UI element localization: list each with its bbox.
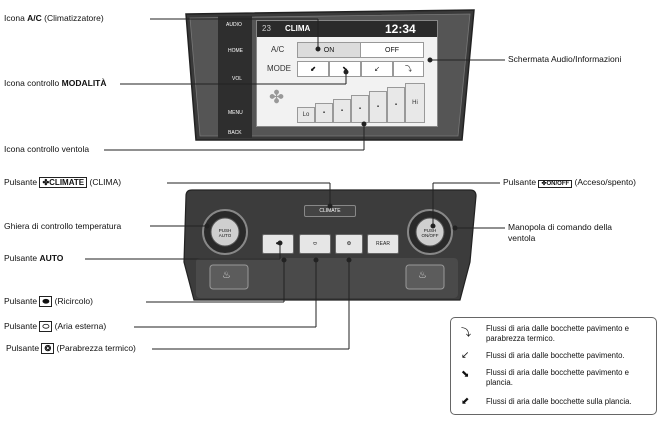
- callout-temp-dial: Ghiera di controllo temperatura: [4, 221, 122, 231]
- fan-level-5[interactable]: ▪: [369, 91, 387, 123]
- home-button[interactable]: HOME: [228, 48, 243, 54]
- legend-item: Flussi di aria dalle bocchette sulla pla…: [486, 397, 632, 406]
- ac-on-button[interactable]: ON: [297, 42, 361, 58]
- fan-level-6[interactable]: ▪: [387, 87, 405, 123]
- callout-audio-screen: Schermata Audio/Informazioni: [508, 54, 622, 64]
- seat-heater-left-icon[interactable]: ♨: [222, 270, 231, 281]
- mode-floor-button[interactable]: ↙: [361, 61, 393, 77]
- onoff-knob-label: PUSH ON/OFF: [421, 228, 439, 238]
- floor-defrost-icon: ⤵: [461, 328, 471, 339]
- ac-off-button[interactable]: OFF: [360, 42, 424, 58]
- power-audio-button[interactable]: AUDIO: [226, 22, 242, 28]
- menu-button[interactable]: MENU: [228, 110, 243, 116]
- airflow-legend: ⤵ Flussi di aria dalle bocchette pavimen…: [450, 317, 657, 415]
- screen-clock: 12:34: [385, 22, 416, 36]
- rear-defrost-button[interactable]: REAR: [367, 234, 399, 254]
- legend-item: Flussi di aria dalle bocchette pavimento…: [486, 324, 630, 343]
- onoff-key-icon: ✤ON/OFF: [538, 180, 573, 188]
- fan-level-3[interactable]: ▪: [333, 99, 351, 123]
- callout-onoff-button: Pulsante ✤ON/OFF (Acceso/spento): [503, 177, 636, 188]
- floor-dash-icon: ⬊: [461, 369, 470, 380]
- screen-title: CLIMA: [285, 24, 311, 33]
- auto-button[interactable]: PUSH AUTO: [218, 228, 232, 238]
- callout-fresh-button: Pulsante ⬭ (Aria esterna): [4, 321, 107, 332]
- callout-recirc-button: Pulsante ⬬ (Ricircolo): [4, 296, 93, 307]
- fresh-air-key-icon: ⬭: [39, 321, 53, 332]
- callout-mode-icon: Icona controllo MODALITÀ: [4, 78, 107, 88]
- callout-auto-button: Pulsante AUTO: [4, 253, 64, 263]
- screen-temp: 23: [262, 24, 271, 33]
- seat-heater-right-icon[interactable]: ♨: [418, 270, 427, 281]
- callout-climate-button: Pulsante ✤CLIMATE (CLIMA): [4, 177, 122, 188]
- fresh-air-button[interactable]: ⬭: [299, 234, 331, 254]
- fan-lo-button[interactable]: Lo: [297, 107, 315, 123]
- fan-icon: ✤: [269, 87, 285, 107]
- ac-label: A/C: [271, 45, 285, 54]
- callout-defrost-button: Pulsante ❂ (Parabrezza termico): [6, 343, 136, 354]
- mode-floor-defrost-button[interactable]: ⤵: [393, 61, 424, 77]
- climate-key-icon: ✤CLIMATE: [39, 177, 88, 188]
- mode-label: MODE: [267, 64, 291, 73]
- legend-item: Flussi di aria dalle bocchette pavimento…: [486, 351, 625, 360]
- callout-ac-icon: Icona A/C (Climatizzatore): [4, 13, 104, 23]
- mode-floor-dash-button[interactable]: ⬊: [329, 61, 361, 77]
- defrost-button[interactable]: ❂: [335, 234, 363, 254]
- vol-button[interactable]: VOL: [232, 76, 243, 82]
- dash-icon: ⬋: [461, 396, 470, 407]
- callout-fan-icon: Icona controllo ventola: [4, 144, 90, 154]
- fan-level-4[interactable]: ▪: [351, 95, 369, 123]
- climate-button[interactable]: CLIMATE: [304, 205, 356, 217]
- mode-dash-button[interactable]: ⬋: [297, 61, 329, 77]
- fan-hi-button[interactable]: Hi: [405, 83, 425, 123]
- legend-item: Flussi di aria dalle bocchette pavimento…: [486, 368, 630, 387]
- recirculation-key-icon: ⬬: [39, 296, 53, 307]
- defrost-key-icon: ❂: [41, 343, 55, 354]
- floor-icon: ↙: [461, 350, 470, 361]
- fan-level-2[interactable]: ▪: [315, 103, 333, 123]
- back-button[interactable]: BACK: [228, 130, 242, 136]
